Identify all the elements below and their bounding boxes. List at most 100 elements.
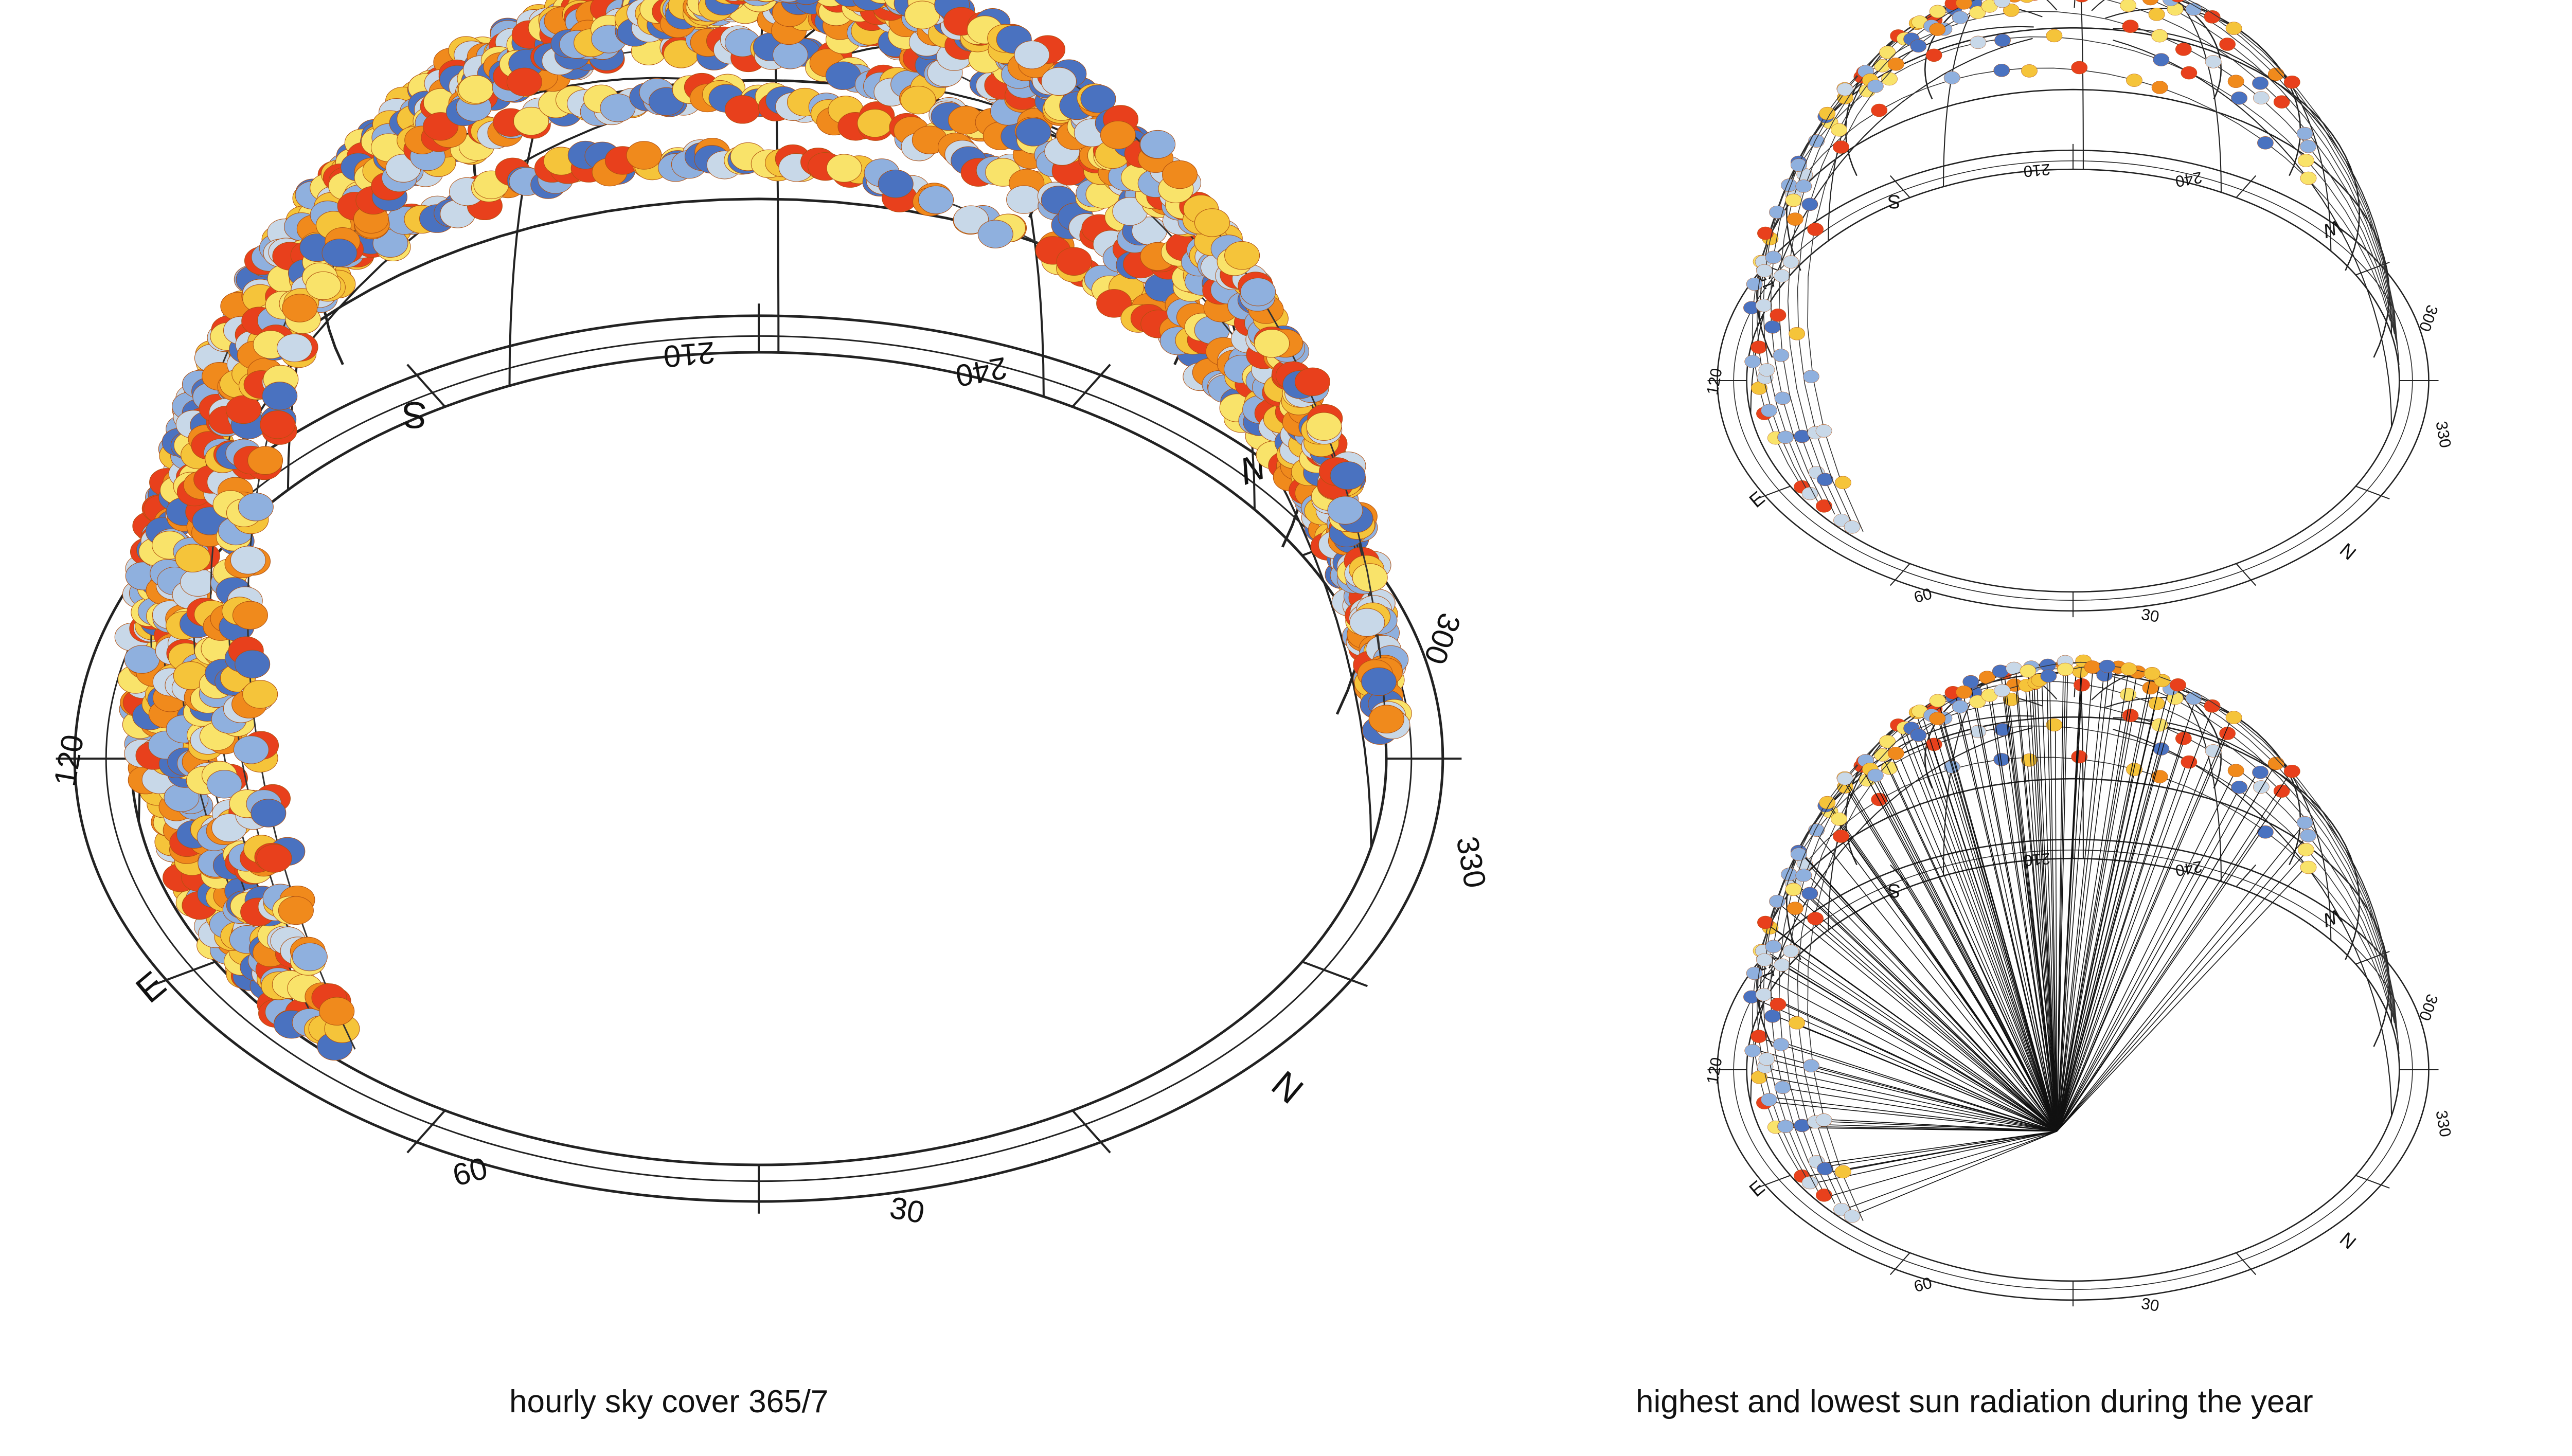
sun-position-dot [1080,84,1116,114]
radiation-ray [2057,769,2259,1131]
sun-path-curve [1756,36,2393,495]
radiation-ray [1949,769,2058,1131]
sun-position-dot [1969,695,1986,708]
radiation-ray [2057,732,2229,1131]
radiation-ray [1844,1130,2058,1210]
sun-position-dot [878,169,914,199]
sun-position-dot [1162,160,1198,189]
sun-position-dot [1867,79,1884,93]
radiation-ray [2015,668,2058,1131]
radiation-ray [1877,776,2058,1131]
horizon-ring [105,335,1413,1182]
sun-position-dot [900,85,936,115]
radiation-ray [2004,727,2058,1131]
sun-position-dot [1041,67,1077,96]
radiation-ray [2057,673,2152,1131]
sun-position-dot [2057,662,2074,676]
sun-position-dot [1785,883,1802,896]
radiation-ray [2057,687,2170,1131]
sun-position-dot [2071,750,2088,764]
sun-position-dot [1993,64,2010,77]
sun-position-dot [458,75,494,104]
sun-position-dot [1835,476,1851,490]
radiation-ray [1798,1024,2058,1132]
sun-path-diagram-radiation-rays: S210240W300330N3060E120150 [1703,654,2455,1315]
sun-position-dot [292,942,328,972]
compass-label-n: N [1264,1063,1311,1112]
sun-position-dot [2071,61,2088,75]
radiation-ray [2057,770,2292,1132]
radiation-ray [2057,768,2237,1131]
sun-position-dot [778,0,798,3]
azimuth-meridian [1750,38,2033,414]
sun-position-dot [1789,327,1805,340]
radiation-ray [1779,1002,2058,1132]
compass-tick [2236,175,2257,198]
sun-position-dot [1773,349,1790,362]
sun-position-dot [2148,8,2165,21]
sun-position-dot [1816,1189,1832,1202]
sun-position-dot [1844,520,1861,534]
sun-position-dot [1770,308,1787,322]
sun-position-dot [2046,718,2063,732]
radiation-ray [1765,1101,2057,1132]
sun-position-dot [1746,277,1763,291]
compass-label-a60: 60 [449,1151,491,1193]
sun-position-dot [306,271,342,300]
sun-position-dot [2181,755,2198,769]
sun-position-dot [1925,48,1942,62]
sun-position-dot [230,546,266,574]
radiation-ray [1880,752,2058,1131]
sun-position-dot [1807,912,1824,925]
radiation-ray [2057,689,2152,1131]
sun-position-dot [1929,5,1946,19]
sun-position-dot [1887,57,1904,71]
sun-position-dot [1867,768,1884,782]
sun-position-dot [2142,0,2159,6]
radiation-ray [1915,712,2058,1131]
sun-path-curve [1807,0,2400,532]
sun-position-dot [1096,289,1132,318]
sun-position-dot [2148,697,2165,710]
radiation-ray [1763,1067,2057,1132]
radiation-ray [1787,875,2058,1132]
sun-position-dot [1833,140,1849,154]
sun-position-dot [826,154,862,183]
radiation-ray [2057,759,2081,1131]
sun-position-dot [233,735,269,764]
sun-position-dot [2151,770,2168,783]
sun-position-dot [1929,712,1946,725]
radiation-ray [1810,1130,2057,1184]
azimuth-meridian [2091,0,2222,192]
sun-position-dot [1782,255,1799,269]
compass-label-e: E [1745,487,1769,512]
sun-position-dot [2040,669,2057,683]
sun-position-dot [1790,158,1807,172]
sun-position-dot [2231,92,2247,105]
radiation-ray [2057,760,2188,1131]
sun-position-dot [1056,247,1092,276]
sun-position-dot [1801,887,1818,901]
radiation-ray [1771,1097,2057,1132]
radiation-ray [1963,694,2058,1131]
radiation-ray [1985,677,2058,1131]
compass-tick [2355,486,2390,500]
azimuth-meridian [2113,717,2392,1024]
radiation-ray [1929,714,2058,1131]
radiation-ray [2057,666,2110,1131]
radiation-ray [1910,728,2058,1131]
radiation-ray [2057,665,2117,1131]
radiation-ray [2028,670,2058,1131]
compass-tick [406,364,446,408]
sun-position-dot [757,0,776,2]
sun-position-dot [1819,796,1836,810]
sun-position-dot [2253,91,2270,104]
sun-position-dot [1787,212,1803,226]
radiation-ray [1814,832,2058,1132]
sun-position-dot [1969,6,1986,19]
sun-position-dot [1790,848,1807,861]
azimuth-meridian [2113,39,2392,427]
sun-position-dot [238,493,274,522]
sun-position-dot [1744,355,1761,368]
radiation-ray [2049,676,2058,1131]
